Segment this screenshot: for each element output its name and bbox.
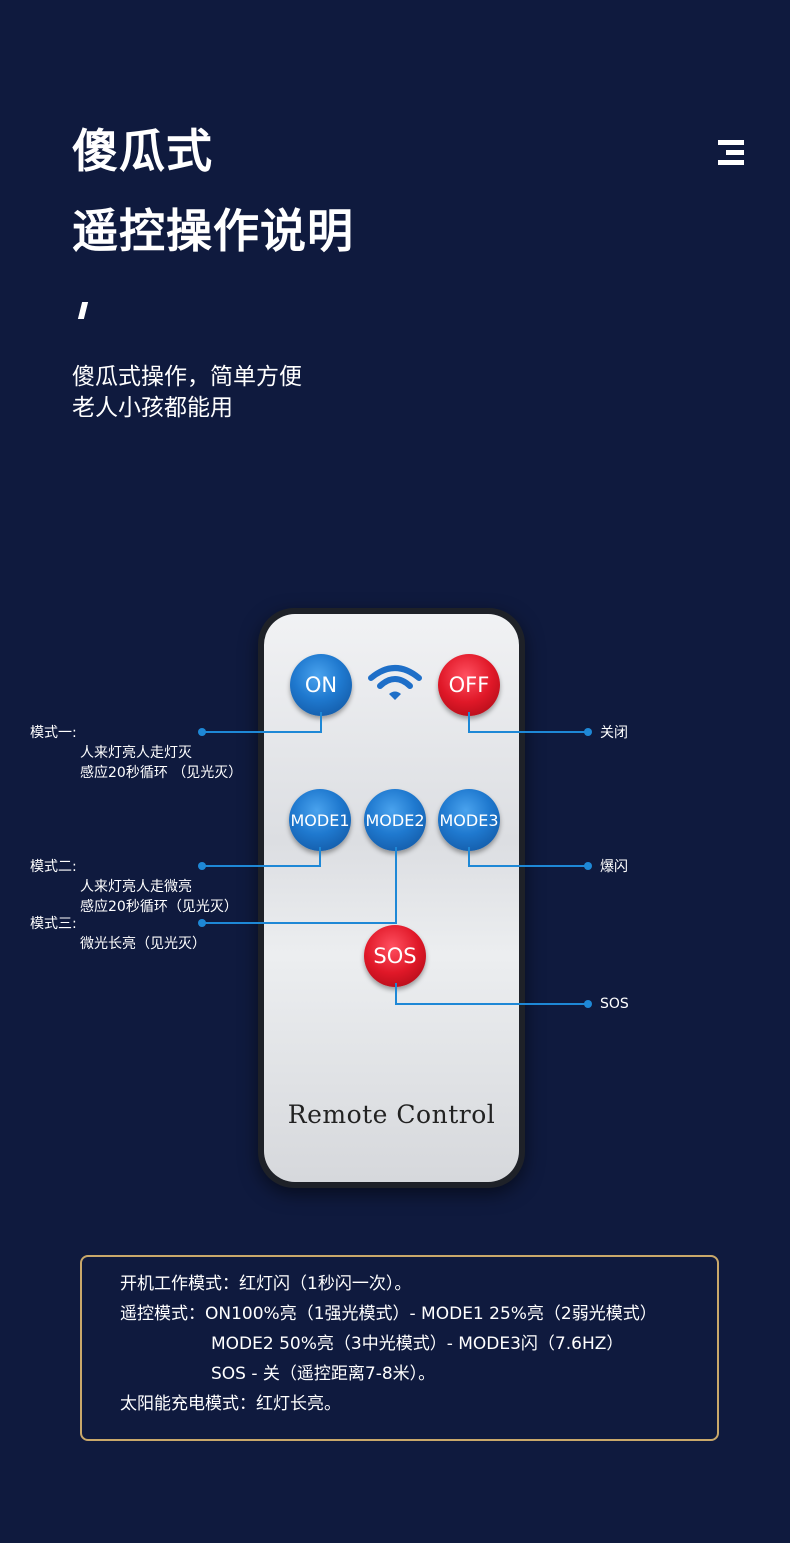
mode1-desc-line1: 人来灯亮人走灯灭 [80, 745, 192, 761]
mode2-desc-line1: 人来灯亮人走微亮 [80, 879, 192, 895]
info-box [80, 1255, 719, 1441]
mode2-title: 模式二: [30, 859, 77, 875]
connector-dot-mode2 [198, 862, 206, 870]
sos-annotation: SOS [600, 996, 629, 1012]
off-button[interactable]: OFF [438, 654, 500, 716]
connector-dot-sos [584, 1000, 592, 1008]
info-line1: 开机工作模式：红灯闪（1秒闪一次）。 [120, 1274, 412, 1294]
page-title-line2: 遥控操作说明 [72, 204, 354, 258]
mode1-title: 模式一: [30, 725, 77, 741]
sos-button[interactable]: SOS [364, 925, 426, 987]
info-line2: 遥控模式：ON100%亮（1强光模式）- MODE1 25%亮（2弱光模式） [120, 1304, 657, 1324]
accent-tick [77, 302, 89, 319]
info-line5: 太阳能充电模式：红灯长亮。 [120, 1394, 341, 1414]
connector-dot-mode3 [198, 919, 206, 927]
subtitle-line2: 老人小孩都能用 [72, 395, 233, 421]
mode1-desc-line2: 感应20秒循环 （见光灭） [80, 765, 243, 781]
mode1-button[interactable]: MODE1 [289, 789, 351, 851]
on-button[interactable]: ON [290, 654, 352, 716]
connector-dot-off [584, 728, 592, 736]
mode2-desc-line2: 感应20秒循环（见光灭） [80, 899, 238, 915]
mode3-title: 模式三: [30, 916, 77, 932]
remote-label: Remote Control [287, 1100, 496, 1129]
mode3-desc-line1: 微光长亮（见光灭） [80, 936, 206, 952]
page-title-line1: 傻瓜式 [72, 124, 213, 178]
flash-annotation: 爆闪 [600, 859, 628, 875]
off-annotation: 关闭 [600, 725, 628, 741]
info-line4: SOS - 关（遥控距离7-8米）。 [211, 1364, 436, 1384]
connector-dot-mode1 [198, 728, 206, 736]
connector-dot-flash [584, 862, 592, 870]
mode2-button[interactable]: MODE2 [364, 789, 426, 851]
mode3-button[interactable]: MODE3 [438, 789, 500, 851]
info-line3: MODE2 50%亮（3中光模式）- MODE3闪（7.6HZ） [211, 1334, 624, 1354]
subtitle-line1: 傻瓜式操作，简单方便 [72, 364, 302, 390]
menu-icon[interactable] [718, 140, 744, 166]
wifi-icon [368, 665, 422, 700]
